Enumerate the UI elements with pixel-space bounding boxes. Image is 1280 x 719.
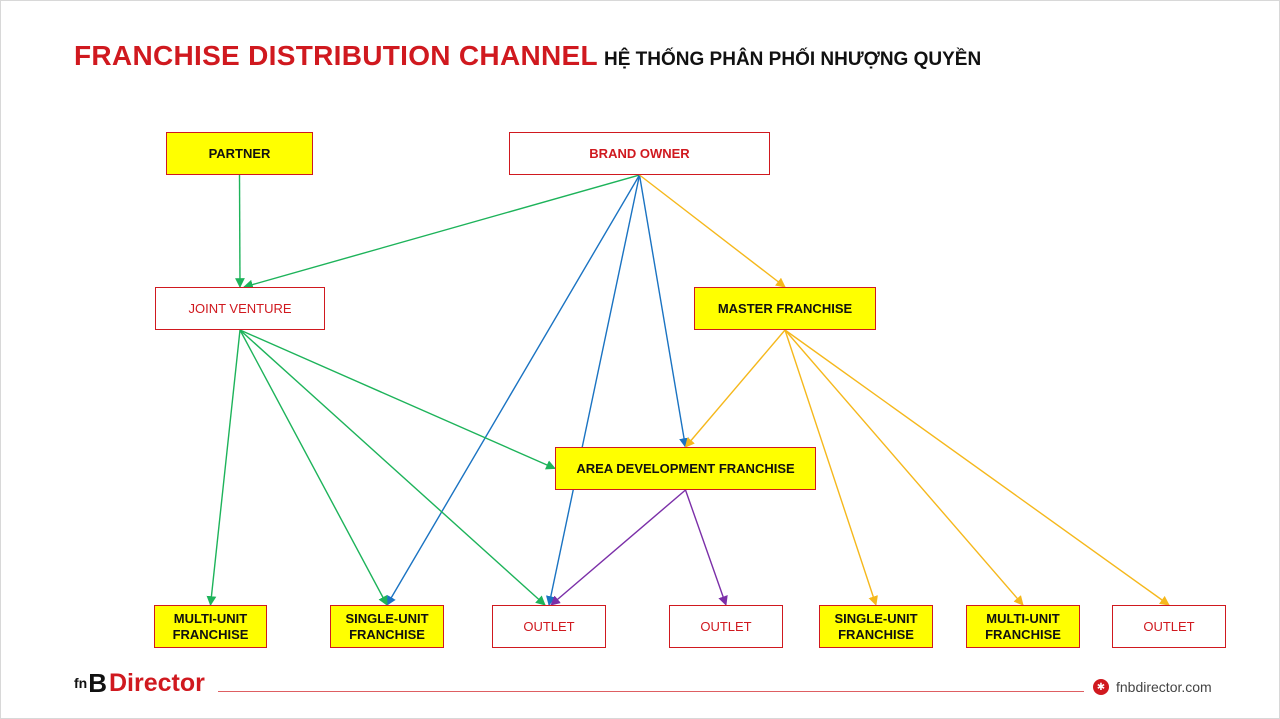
edge-partner-to-joint-venture (235, 174, 245, 288)
node-outlet-3: OUTLET (1112, 605, 1226, 648)
node-multi-unit-franchise-right: MULTI-UNIT FRANCHISE (966, 605, 1080, 648)
edge-brand-owner-to-single-unit-left (386, 174, 641, 606)
edge-brand-owner-to-outlet-1 (546, 174, 641, 606)
page-subtitle: HỆ THỐNG PHÂN PHỐI NHƯỢNG QUYỀN (604, 49, 982, 70)
logo-text: Director (109, 669, 205, 697)
node-single-unit-franchise-left: SINGLE-UNIT FRANCHISE (330, 605, 444, 648)
page-title: FRANCHISE DISTRIBUTION CHANNEL (74, 40, 598, 71)
edge-joint-venture-to-area-development (239, 329, 556, 470)
node-brand-owner: BRAND OWNER (509, 132, 770, 175)
edge-joint-venture-to-outlet-1 (239, 329, 546, 606)
node-area-development-franchise: AREA DEVELOPMENT FRANCHISE (555, 447, 816, 490)
node-joint-venture: JOINT VENTURE (155, 287, 325, 330)
edge-area-development-to-outlet-2 (684, 489, 728, 606)
edge-brand-owner-to-joint-venture (243, 174, 640, 290)
node-single-unit-franchise-right: SINGLE-UNIT FRANCHISE (819, 605, 933, 648)
edge-master-franchise-to-single-unit-right (784, 329, 878, 606)
edge-master-franchise-to-area-development (684, 329, 786, 448)
logo-mark-small: fn (74, 675, 88, 691)
edge-area-development-to-outlet-1 (550, 489, 686, 606)
node-outlet-2: OUTLET (669, 605, 783, 648)
edge-brand-owner-to-master-franchise (639, 174, 786, 288)
node-partner: PARTNER (166, 132, 313, 175)
footer-divider (218, 691, 1084, 692)
node-master-franchise: MASTER FRANCHISE (694, 287, 876, 330)
edge-joint-venture-to-multi-unit-left (206, 329, 241, 606)
node-multi-unit-franchise-left: MULTI-UNIT FRANCHISE (154, 605, 267, 648)
edge-master-franchise-to-outlet-3 (784, 329, 1170, 606)
logo-mark-letter: B (88, 668, 107, 698)
website-text: fnbdirector.com (1116, 679, 1212, 695)
globe-icon: ✱ (1093, 679, 1109, 695)
edge-master-franchise-to-multi-unit-right (784, 329, 1024, 606)
edge-joint-venture-to-single-unit-left (239, 329, 388, 606)
edge-brand-owner-to-area-development (638, 174, 689, 448)
node-outlet-1: OUTLET (492, 605, 606, 648)
website-link[interactable]: ✱ fnbdirector.com (1093, 679, 1212, 695)
